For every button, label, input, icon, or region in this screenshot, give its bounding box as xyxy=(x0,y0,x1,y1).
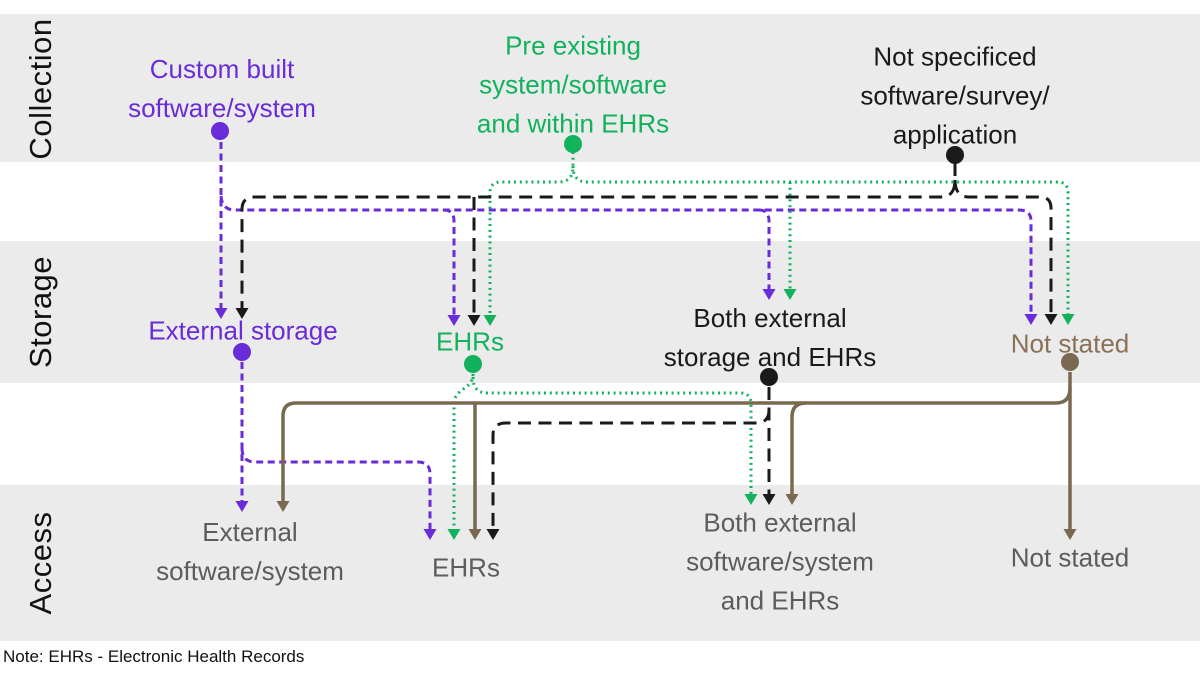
node-access-external-software: External software/system xyxy=(156,517,344,586)
edge-pre-existing-left xyxy=(488,152,575,319)
arrowhead xyxy=(447,529,461,540)
ehrs-storage-dot xyxy=(464,355,482,373)
arrowhead xyxy=(447,315,461,326)
arrowhead xyxy=(1063,529,1077,540)
node-collection-custom-built: Custom built software/system xyxy=(128,54,316,123)
edge-not-specificed-left xyxy=(240,163,957,312)
arrowhead xyxy=(467,315,481,326)
pre-existing-dot xyxy=(564,135,582,153)
arrowhead xyxy=(1024,314,1038,325)
edge-custom-to-both-branch xyxy=(758,208,771,293)
arrowhead xyxy=(483,315,497,326)
edge-not-stated-horizontal xyxy=(281,387,1072,505)
node-storage-external-storage: External storage xyxy=(148,315,338,346)
collection-band xyxy=(0,14,1200,162)
edge-external-storage-to-ehrs-branch xyxy=(240,447,432,533)
arrowhead xyxy=(486,529,500,540)
arrowhead xyxy=(1061,314,1075,325)
node-access-not-stated: Not stated xyxy=(1010,542,1130,573)
arrowhead xyxy=(762,494,776,505)
external-storage-dot xyxy=(233,343,251,361)
not-specificed-dot xyxy=(946,146,964,164)
node-collection-not-specificed: Not specificed software/survey/ applicat… xyxy=(860,41,1050,150)
arrowhead xyxy=(276,501,290,512)
edge-custom-to-ehrs-branch xyxy=(443,208,456,319)
footnote: Note: EHRs - Electronic Health Records xyxy=(3,647,305,666)
not-stated-storage-dot xyxy=(1061,353,1079,371)
node-storage-ehrs: EHRs xyxy=(436,326,504,357)
both-storage-dot xyxy=(760,368,778,386)
arrowhead xyxy=(214,308,228,319)
node-storage-not-stated: Not stated xyxy=(1010,328,1130,359)
edge-custom-horizontal xyxy=(219,195,1033,317)
edge-ehrs-storage-right xyxy=(471,376,753,498)
node-access-ehrs: EHRs xyxy=(432,552,500,583)
arrowhead xyxy=(235,308,249,319)
arrowhead xyxy=(468,529,482,540)
edge-both-storage-to-ehrs-branch xyxy=(491,409,771,533)
arrowhead xyxy=(423,529,437,540)
arrowhead xyxy=(762,289,776,300)
edge-pre-existing-right xyxy=(571,165,1070,318)
edge-not-stated-to-both-branch xyxy=(790,401,807,498)
arrowhead xyxy=(783,289,797,300)
arrowhead xyxy=(744,494,758,505)
node-collection-pre-existing: Pre existing system/software and within … xyxy=(476,30,670,139)
node-storage-both: Both external storage and EHRs xyxy=(663,303,877,372)
access-band xyxy=(0,485,1200,641)
edge-ehrs-storage-left xyxy=(452,373,475,533)
storage-band xyxy=(0,241,1200,383)
arrowhead xyxy=(1044,314,1058,325)
arrowhead xyxy=(785,494,799,505)
node-access-both: Both external software/system and EHRs xyxy=(686,507,874,616)
edge-not-specificed-right xyxy=(953,179,1053,318)
arrowhead xyxy=(235,501,249,512)
custom-built-dot xyxy=(211,122,229,140)
